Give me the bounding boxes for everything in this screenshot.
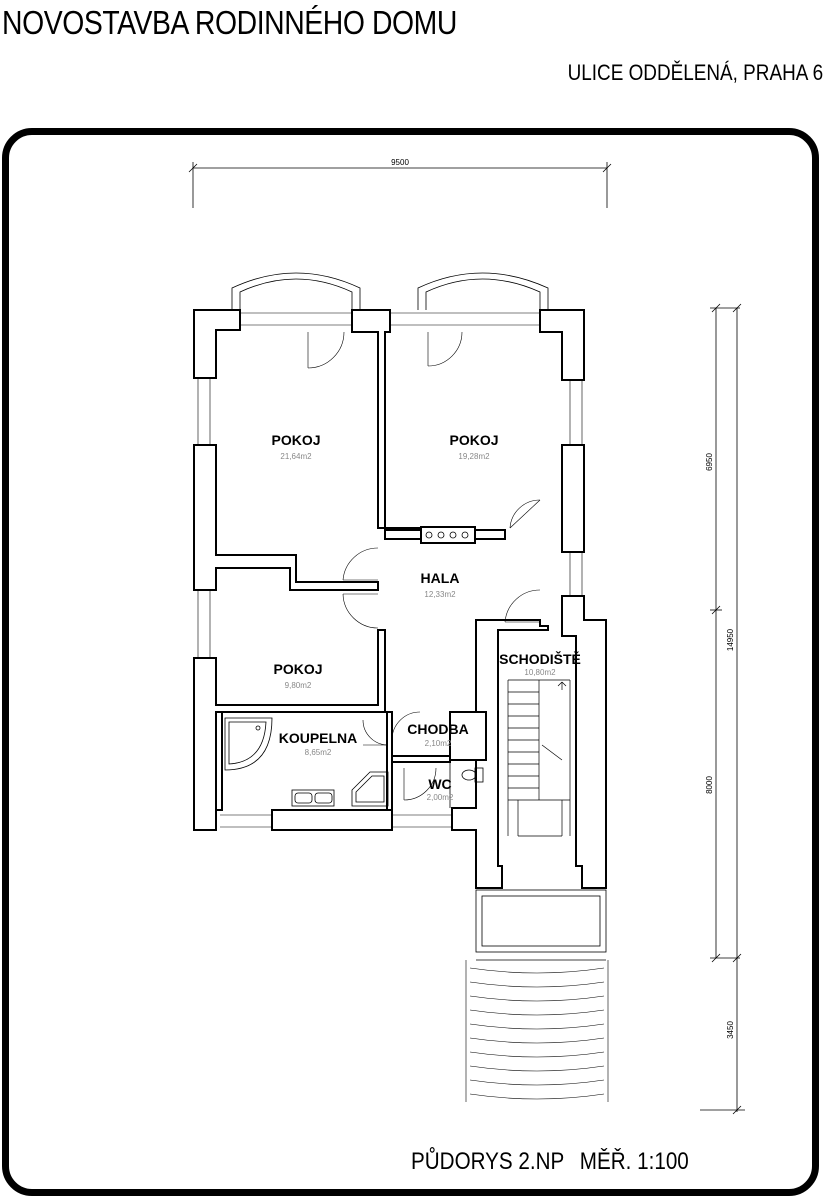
dimension-lines [188, 162, 745, 1115]
svg-text:19,28m2: 19,28m2 [458, 452, 490, 461]
walls [193, 309, 607, 889]
svg-text:10,80m2: 10,80m2 [524, 668, 556, 677]
svg-text:WC: WC [428, 776, 451, 792]
doors [307, 331, 541, 801]
room-pokoj-3: POKOJ 9,80m2 [273, 661, 322, 690]
scale-label: MĚŘ. 1:100 [579, 1148, 689, 1175]
drawing-title: NOVOSTAVBA RODINNÉHO DOMU [2, 4, 457, 41]
svg-text:SCHODIŠTĚ: SCHODIŠTĚ [499, 650, 581, 667]
bay-windows [231, 272, 549, 310]
exterior-steps [465, 960, 609, 1102]
svg-text:CHODBA: CHODBA [407, 721, 468, 737]
drawing-caption: PŮDORYS 2.NP MĚŘ. 1:100 [411, 1148, 704, 1176]
room-koupelna: KOUPELNA 8,65m2 [279, 730, 358, 757]
dim-depth-lower: 8000 [705, 776, 714, 794]
room-pokoj-2: POKOJ 19,28m2 [449, 432, 498, 461]
dim-depth-total: 14950 [726, 628, 735, 651]
room-wc: WC 2,00m2 [427, 776, 454, 802]
svg-text:POKOJ: POKOJ [449, 432, 498, 448]
svg-text:KOUPELNA: KOUPELNA [279, 730, 358, 746]
staircase [507, 679, 571, 837]
svg-text:9,80m2: 9,80m2 [285, 681, 312, 690]
svg-text:2,00m2: 2,00m2 [427, 793, 454, 802]
svg-text:12,33m2: 12,33m2 [424, 590, 456, 599]
svg-text:HALA: HALA [421, 570, 460, 586]
windows [197, 312, 583, 828]
entry-terrace [475, 889, 607, 961]
svg-text:2,10m2: 2,10m2 [425, 739, 452, 748]
fixtures [224, 531, 484, 808]
dim-depth-upper: 6950 [705, 453, 714, 471]
svg-text:21,64m2: 21,64m2 [280, 452, 312, 461]
room-chodba: CHODBA 2,10m2 [407, 721, 468, 748]
drawing-frame [2, 128, 819, 1196]
room-schodiste: SCHODIŠTĚ 10,80m2 [499, 650, 581, 677]
svg-text:8,65m2: 8,65m2 [305, 748, 332, 757]
svg-text:POKOJ: POKOJ [273, 661, 322, 677]
room-pokoj-1: POKOJ 21,64m2 [271, 432, 320, 461]
dim-width-total: 9500 [391, 158, 409, 167]
svg-text:POKOJ: POKOJ [271, 432, 320, 448]
plan-label: PŮDORYS 2.NP [411, 1148, 565, 1175]
dim-depth-stairs: 3450 [726, 1021, 735, 1039]
room-hala: HALA 12,33m2 [421, 570, 460, 599]
project-address: ULICE ODDĚLENÁ, PRAHA 6 [567, 60, 823, 85]
